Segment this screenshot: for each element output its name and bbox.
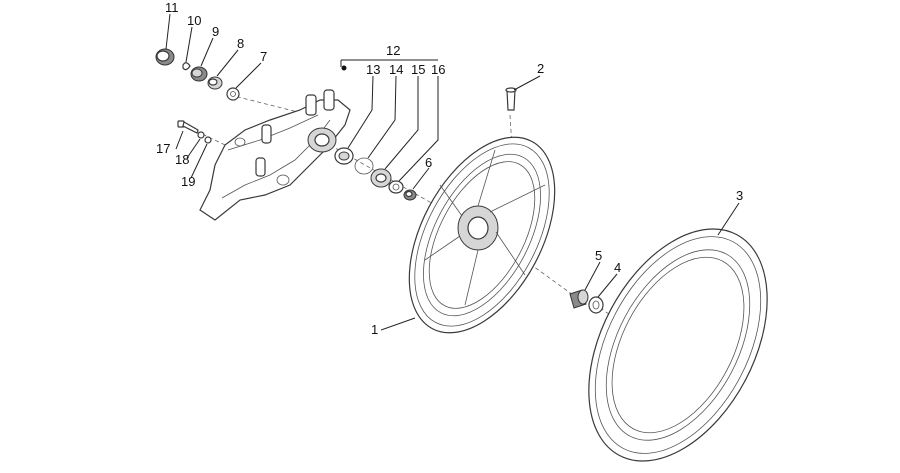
part-13-seal[interactable] [334, 147, 354, 165]
part-18-washer[interactable] [197, 131, 205, 139]
callout-5[interactable]: 5 [595, 248, 602, 263]
callout-11[interactable]: 11 [165, 0, 179, 15]
part-11-nut[interactable] [155, 48, 175, 66]
callout-9[interactable]: 9 [212, 24, 219, 39]
callout-7[interactable]: 7 [260, 49, 267, 64]
callout-15[interactable]: 15 [411, 62, 425, 77]
swing-arm-bracket[interactable] [199, 89, 351, 221]
callout-12-group-bracket [340, 59, 438, 71]
part-8-spacer[interactable] [207, 76, 223, 90]
part-7-washer[interactable] [226, 87, 240, 101]
part-6-spacer[interactable] [403, 189, 417, 201]
callout-19[interactable]: 19 [181, 174, 195, 189]
callout-12[interactable]: 12 [386, 43, 400, 58]
part-19-washer[interactable] [204, 136, 212, 144]
part-10-clip[interactable] [182, 62, 191, 71]
part-15-bearing[interactable] [370, 168, 392, 188]
callout-17[interactable]: 17 [156, 141, 170, 156]
callout-1[interactable]: 1 [371, 322, 378, 337]
callout-2[interactable]: 2 [537, 61, 544, 76]
callout-10[interactable]: 10 [187, 13, 201, 28]
part-14-circlip[interactable] [354, 157, 374, 175]
callout-14[interactable]: 14 [389, 62, 403, 77]
callout-16[interactable]: 16 [431, 62, 445, 77]
part-5-bushing[interactable] [569, 289, 589, 309]
callout-4[interactable]: 4 [614, 260, 621, 275]
callout-13[interactable]: 13 [366, 62, 380, 77]
part-4-washer[interactable] [588, 296, 604, 314]
callout-6[interactable]: 6 [425, 155, 432, 170]
part-2-valve[interactable] [505, 87, 517, 111]
part-9-bearing[interactable] [190, 66, 208, 82]
part-1-wheel-rim[interactable] [379, 113, 584, 357]
callout-3[interactable]: 3 [736, 188, 743, 203]
leader-lines [165, 13, 740, 331]
part-17-bolt[interactable] [177, 120, 199, 134]
part-16-spacer[interactable] [388, 180, 404, 194]
callout-labels: 11 10 9 8 7 12 13 14 15 16 2 17 18 19 6 … [156, 0, 743, 337]
callout-8[interactable]: 8 [237, 36, 244, 51]
part-3-tyre[interactable] [552, 199, 804, 473]
callout-18[interactable]: 18 [175, 152, 189, 167]
